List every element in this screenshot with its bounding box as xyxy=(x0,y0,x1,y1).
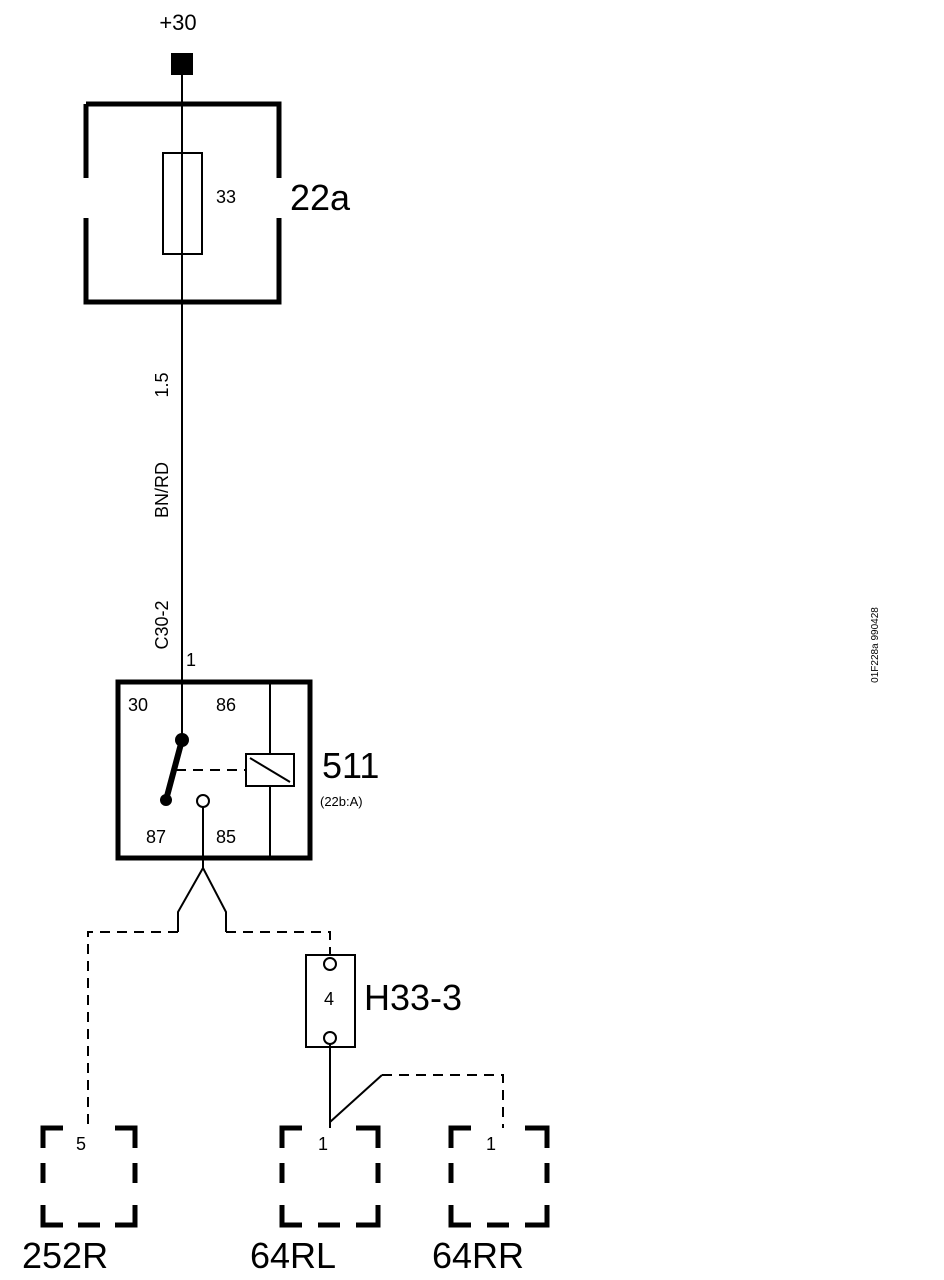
splice-diagonal xyxy=(329,1074,383,1123)
component-64RL-pin: 1 xyxy=(318,1134,328,1154)
wire-connector: C30-2 xyxy=(152,600,172,649)
h33-3-bottom-terminal xyxy=(323,1031,337,1045)
component-64RR xyxy=(448,1125,550,1228)
relay-terminal-85: 85 xyxy=(216,827,236,847)
branch-to-64RR xyxy=(382,1074,504,1128)
relay-511-box xyxy=(115,679,313,861)
image-code: 01F228a 990428 xyxy=(870,607,881,683)
h33-3-id: H33-3 xyxy=(364,977,462,1018)
component-64RL-label: 64RL xyxy=(250,1235,336,1276)
branch-to-252R xyxy=(87,931,178,1128)
fuse-number: 33 xyxy=(216,187,236,207)
fuse-box-id: 22a xyxy=(290,177,351,218)
supply-terminal xyxy=(171,53,193,75)
h33-3-top-terminal xyxy=(323,957,337,971)
relay-terminal-30: 30 xyxy=(128,695,148,715)
relay-id: 511 xyxy=(322,745,379,786)
relay-switch xyxy=(160,733,210,808)
fuse-box xyxy=(83,101,282,305)
component-64RR-pin: 1 xyxy=(486,1134,496,1154)
connector-pin: 1 xyxy=(186,650,196,670)
wire-color: BN/RD xyxy=(152,462,172,518)
component-252R-pin: 5 xyxy=(76,1134,86,1154)
component-64RL xyxy=(279,1125,381,1228)
wire-size: 1.5 xyxy=(152,372,172,397)
splice-fork xyxy=(177,865,227,932)
h33-3-pin: 4 xyxy=(324,989,334,1009)
relay-terminal-87: 87 xyxy=(146,827,166,847)
supply-label: +30 xyxy=(159,10,196,35)
relay-coil xyxy=(245,753,295,787)
branch-to-H33-3 xyxy=(226,931,331,960)
relay-location: (22b:A) xyxy=(320,794,363,809)
relay-terminal-86: 86 xyxy=(216,695,236,715)
component-252R-label: 252R xyxy=(22,1235,108,1276)
component-252R xyxy=(40,1125,138,1228)
component-64RR-label: 64RR xyxy=(432,1235,524,1276)
